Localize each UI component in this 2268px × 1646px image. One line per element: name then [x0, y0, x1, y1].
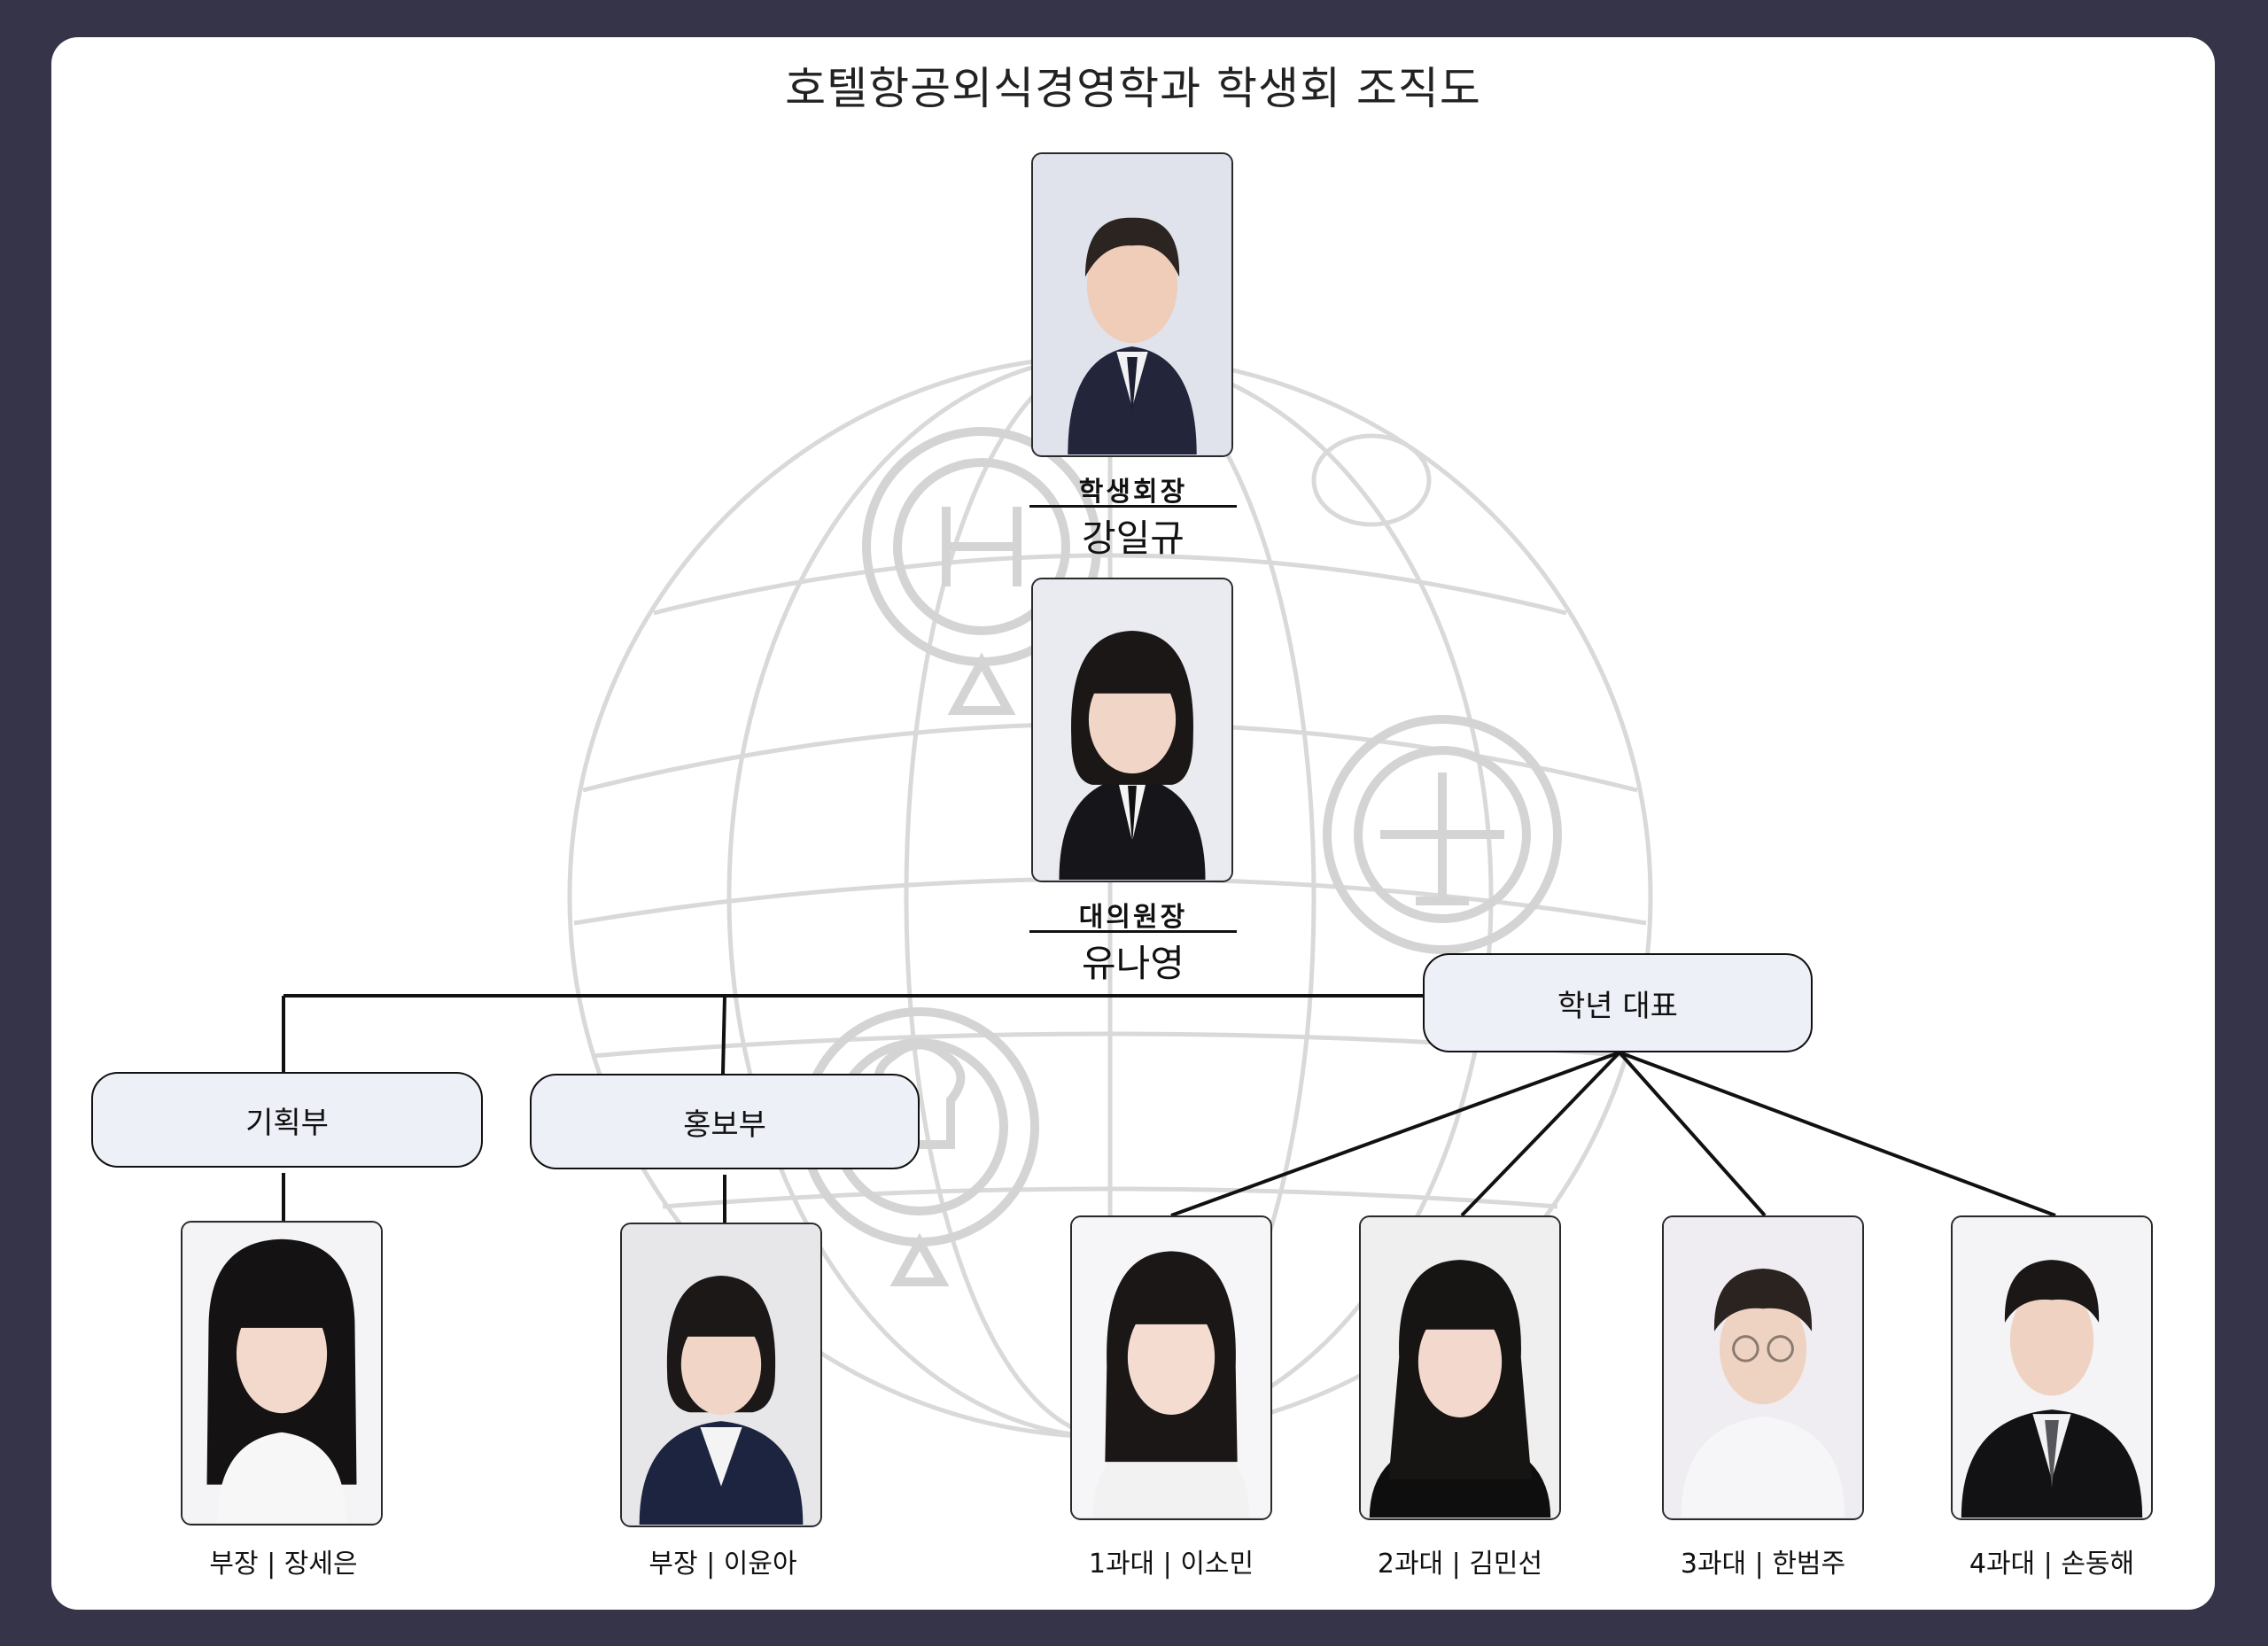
person-silhouette-icon — [1033, 155, 1231, 454]
plane-icon — [1323, 715, 1562, 954]
role-divider — [1029, 505, 1237, 508]
president-role: 학생회장 — [1078, 477, 1188, 508]
speaker-photo — [1031, 578, 1233, 882]
person-silhouette-icon — [622, 1225, 820, 1525]
connector-lines — [282, 994, 2056, 1224]
hotel-icon — [862, 427, 1101, 715]
person-silhouette-icon — [1072, 1218, 1270, 1518]
dept-planning: 기획부 — [91, 1072, 483, 1168]
org-chart-canvas: 호텔항공외식경영학과 학생회 조직도 학생회장 강일규 대의원장 유나영 기획부… — [51, 37, 2215, 1610]
member-photo-grade3 — [1662, 1215, 1864, 1520]
dept-grade-reps: 학년 대표 — [1423, 953, 1813, 1052]
member-photo-grade1 — [1070, 1215, 1272, 1520]
speaker-name: 유나영 — [1082, 942, 1184, 985]
member-caption: 2과대 | 김민선 — [1377, 1549, 1543, 1580]
president-photo — [1031, 152, 1233, 457]
member-photo-grade4 — [1951, 1215, 2153, 1520]
member-photo-grade2 — [1359, 1215, 1561, 1520]
member-caption: 4과대 | 손동해 — [1969, 1549, 2135, 1580]
dept-promotion: 홍보부 — [530, 1074, 920, 1169]
member-caption: 3과대 | 한범주 — [1680, 1549, 1846, 1580]
role-divider — [1029, 930, 1237, 933]
member-photo-planning-head — [181, 1221, 383, 1526]
person-silhouette-icon — [1361, 1218, 1559, 1518]
president-name: 강일규 — [1082, 516, 1184, 560]
person-silhouette-icon — [183, 1223, 381, 1523]
member-photo-promotion-head — [620, 1223, 822, 1527]
person-silhouette-icon — [1664, 1218, 1862, 1518]
person-silhouette-icon — [1953, 1218, 2151, 1518]
chart-title: 호텔항공외식경영학과 학생회 조직도 — [785, 63, 1481, 114]
person-silhouette-icon — [1033, 580, 1231, 880]
member-caption: 부장 | 이윤아 — [649, 1549, 797, 1580]
member-caption: 1과대 | 이소민 — [1088, 1549, 1254, 1580]
speaker-role: 대의원장 — [1078, 902, 1188, 933]
member-caption: 부장 | 장세은 — [209, 1549, 358, 1580]
